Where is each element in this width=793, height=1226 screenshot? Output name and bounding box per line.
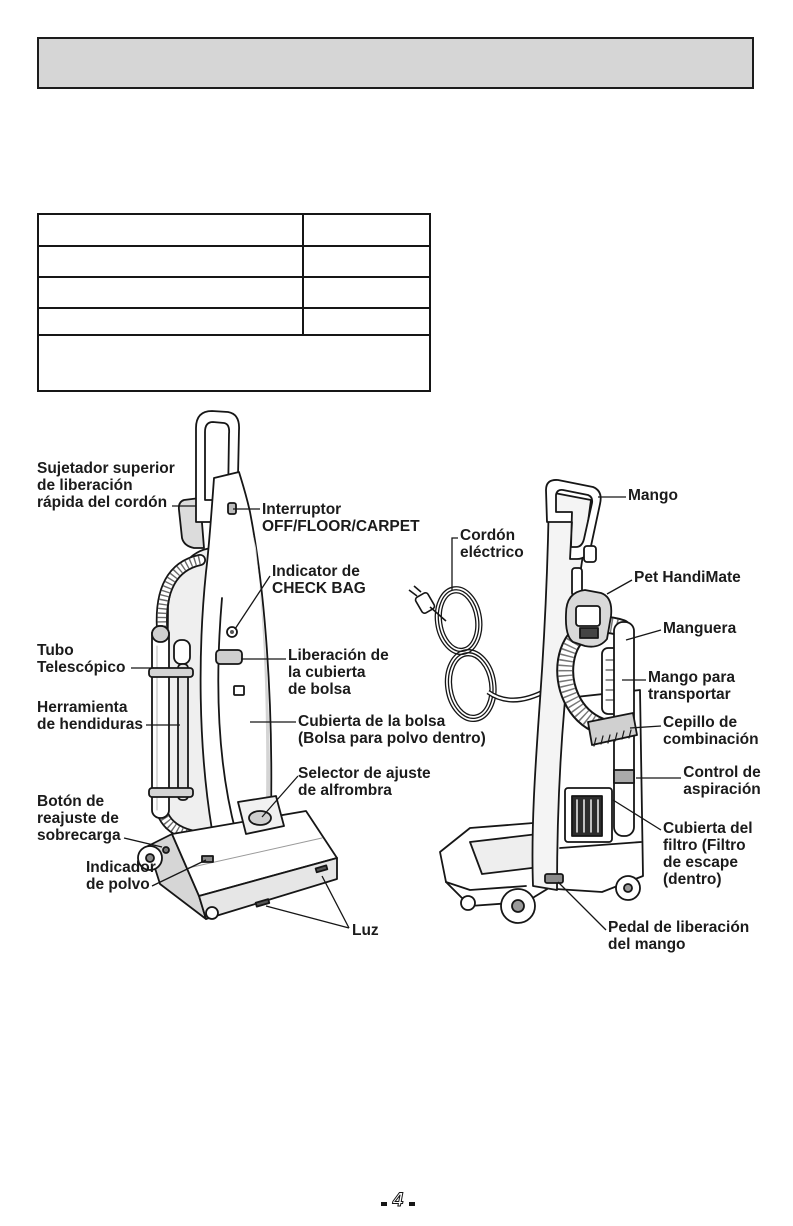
right-vacuum-illustration <box>439 479 644 924</box>
brand-logo-badge <box>233 685 245 696</box>
label-cord-release: Sujetador superior de liberación rápida … <box>37 460 175 511</box>
spec-table <box>37 213 431 392</box>
page-number-dash-left <box>381 1202 387 1206</box>
leader-line-combination-brush <box>629 725 662 729</box>
tool-clip-lower <box>148 787 194 798</box>
label-hose: Manguera <box>663 620 737 637</box>
front-caster <box>205 906 219 920</box>
leader-line-light-left <box>265 905 350 929</box>
label-handle: Mango <box>628 487 678 504</box>
nozzle-top-line <box>187 837 323 869</box>
left-vacuum-illustration <box>137 410 338 920</box>
label-pet-handimate: Pet HandiMate <box>634 569 741 586</box>
power-cord-illustration <box>408 585 549 722</box>
bag-cover-release-latch <box>215 649 243 665</box>
bag-cover-shading <box>252 530 271 810</box>
label-handle-release-pedal: Pedal de liberación del mango <box>608 919 750 953</box>
table-cell <box>304 215 429 247</box>
table-cell <box>39 215 304 247</box>
label-check-bag-indicator: Indicator de CHECK BAG <box>272 563 366 597</box>
leader-line-handle-release-pedal <box>557 881 607 931</box>
label-carry-handle: Mango para transportar <box>648 669 735 703</box>
label-overload-reset: Botón de reajuste de sobrecarga <box>37 793 121 844</box>
table-cell <box>39 278 304 309</box>
label-dirt-indicator: Indicador de polvo <box>86 859 156 893</box>
leader-line-dirt-indicator <box>151 859 207 887</box>
handle-hook <box>583 545 597 563</box>
headlight-right <box>314 864 329 874</box>
pet-tool-window <box>575 605 601 627</box>
rear-wheel-hub <box>145 853 155 863</box>
cord-plug-lead <box>429 606 447 622</box>
pet-tool-head <box>579 627 599 639</box>
label-power-cord: Cordón eléctrico <box>460 527 524 561</box>
combination-brush <box>587 712 638 746</box>
table-cell <box>39 247 304 278</box>
overload-reset-button <box>162 846 170 854</box>
table-cell <box>304 278 429 309</box>
leader-line-light-right <box>321 875 350 929</box>
cord-loop <box>450 655 491 717</box>
cord-loop <box>444 649 497 722</box>
rear-body-seam <box>559 841 642 849</box>
cord-loop <box>434 586 483 656</box>
headlight-left <box>254 898 271 908</box>
label-combination-brush: Cepillo de combinación <box>663 714 759 748</box>
label-light: Luz <box>352 922 379 939</box>
left-wheel-hub <box>511 899 525 913</box>
crevice-tool-holder <box>173 639 191 665</box>
nozzle-front-face <box>198 857 338 920</box>
section-header-bar <box>37 37 754 89</box>
dirt-indicator <box>201 855 214 863</box>
label-bag-cover: Cubierta de la bolsa (Bolsa para polvo d… <box>298 713 486 747</box>
crevice-tool <box>177 663 189 801</box>
telescopic-wand-cap <box>151 625 170 643</box>
page-number: 4 <box>392 1190 404 1212</box>
handle-release-pedal <box>544 873 564 884</box>
table-cell <box>304 247 429 278</box>
cord-loop <box>447 652 494 720</box>
cord-loop <box>437 589 480 653</box>
bag-cover-seam <box>217 597 237 834</box>
tool-clip-upper <box>148 667 194 678</box>
hose-ribs <box>558 617 625 733</box>
label-crevice-tool: Herramienta de hendiduras <box>37 699 143 733</box>
leader-line-pet-tool <box>606 579 633 595</box>
leader-line-overload-reset <box>123 837 163 848</box>
label-filter-cover: Cubierta del filtro (Filtro de escape (d… <box>663 820 753 888</box>
vent-slits <box>576 799 599 833</box>
leader-line-hose <box>625 629 662 641</box>
base-front-edge <box>445 881 527 891</box>
cord-loop <box>440 592 477 650</box>
label-telescopic-wand: Tubo Telescópico <box>37 642 126 676</box>
check-bag-indicator-lamp <box>230 630 234 634</box>
base-caster <box>460 895 476 911</box>
leader-line-check-bag <box>234 575 271 630</box>
table-cell <box>39 309 304 336</box>
leader-line-carpet-selector <box>261 775 299 818</box>
brush-bristles <box>593 729 632 747</box>
label-carpet-selector: Selector de ajuste de alfrombra <box>298 765 431 799</box>
page-number-dash-right <box>409 1202 415 1206</box>
cord-plug <box>414 592 436 614</box>
leader-line-power-cord <box>451 537 458 590</box>
label-suction-control: Control de aspiración <box>683 764 761 798</box>
right-wheel-hub <box>623 883 633 893</box>
label-power-switch: Interruptor OFF/FLOOR/CARPET <box>262 501 420 535</box>
label-bag-cover-release: Liberación de la cubierta de bolsa <box>288 647 389 698</box>
carpet-selector-knob <box>248 810 272 826</box>
handle-grip <box>545 479 602 560</box>
cord-coil <box>434 586 497 722</box>
plug-prongs <box>408 585 422 597</box>
table-cell <box>304 309 429 336</box>
suction-control-ring <box>613 769 635 784</box>
leader-line-filter-cover <box>612 799 662 831</box>
leader-lines <box>123 496 681 931</box>
hose-upper-ribs <box>157 555 202 629</box>
